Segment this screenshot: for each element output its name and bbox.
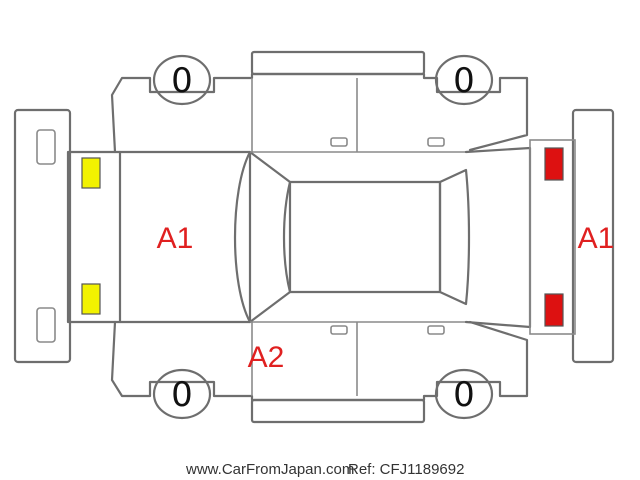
rear-marker-top [544,147,564,181]
car-body-top-view [66,139,576,335]
front-bumper [13,108,72,364]
rear-bumper [571,108,615,364]
tire-rear-left-reading: 0 [453,61,475,101]
tire-rear-left: 0 [434,54,494,106]
tire-rear-right-reading: 0 [453,375,475,415]
rear-marker-bottom [544,293,564,327]
car-side-bottom [110,320,529,402]
tire-front-left-reading: 0 [171,61,193,101]
bottom-bar [250,398,426,424]
footer-ref: Ref: CFJ1189692 [348,461,464,478]
front-marker-top [81,157,101,189]
tire-front-right-reading: 0 [171,375,193,415]
damage-label-side: A2 [248,341,285,374]
tire-front-left: 0 [152,54,212,106]
top-bar [250,50,426,76]
tire-front-right: 0 [152,368,212,420]
footer-website: www.CarFromJapan.com [185,461,354,478]
damage-label-rear: A1 [578,222,615,255]
front-marker-bottom [81,283,101,315]
damage-label-hood: A1 [157,222,194,255]
car-side-top [110,72,529,154]
tire-rear-right: 0 [434,368,494,420]
